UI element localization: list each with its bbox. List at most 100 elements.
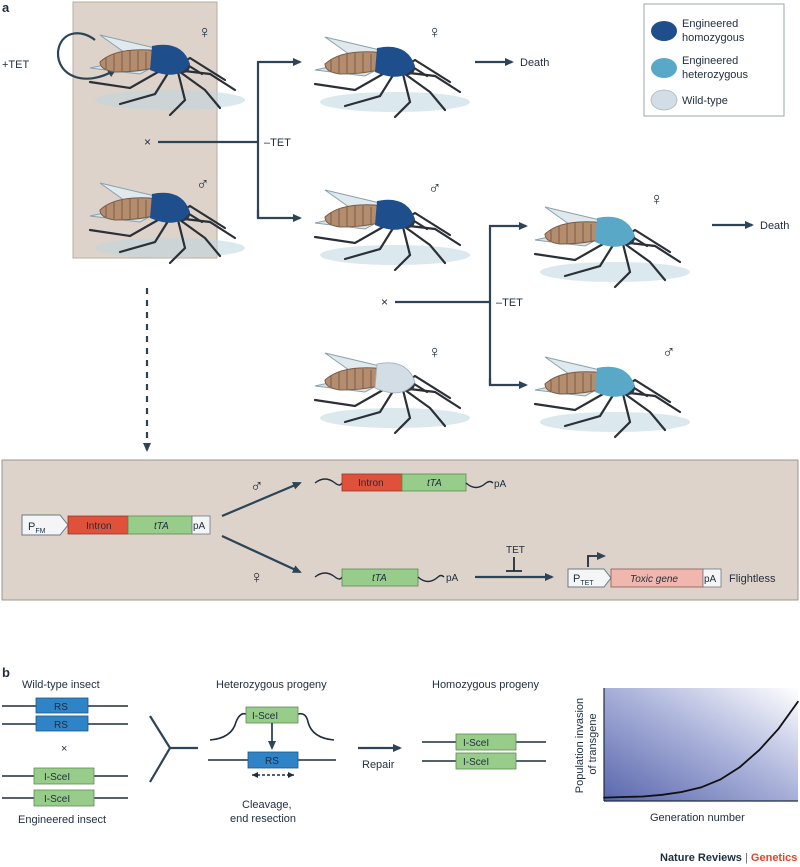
merge-chevron <box>149 715 198 783</box>
heterozygous-progeny-label: Heterozygous progeny <box>216 679 327 691</box>
mosquito-f2-female-hetero <box>533 205 692 289</box>
f1-female-symbol: ♀ <box>428 22 442 42</box>
tta-label: tTA <box>154 521 169 532</box>
toxic-construct: PTET Toxic gene pA <box>567 552 722 588</box>
legend-wildtype: Wild-type <box>650 89 728 111</box>
tet-minus-label-2: –TET <box>496 297 523 309</box>
legend-wildtype-swatch <box>650 89 678 111</box>
tet-inhibit-bar <box>506 557 522 572</box>
chart-point-5 <box>700 786 702 789</box>
legend-wildtype-label: Wild-type <box>682 95 728 107</box>
f1-male-symbol: ♂ <box>428 178 442 198</box>
branch-1-lower <box>256 210 302 222</box>
pa-label: pA <box>193 521 206 532</box>
cleavage-label-2: end resection <box>230 813 296 825</box>
chart-point-2 <box>642 795 644 798</box>
pa-block <box>191 515 211 535</box>
parent-female-symbol: ♀ <box>198 22 212 42</box>
isce-label-1: I-SceI <box>44 772 70 783</box>
branch-2-upper <box>488 222 528 385</box>
legend-homozygous-swatch <box>651 21 677 41</box>
mosquito-f1-male <box>313 188 472 272</box>
cross-symbol-b: × <box>61 743 67 755</box>
male-pa-label: pA <box>494 479 507 490</box>
engineered-insect-label: Engineered insect <box>18 814 106 826</box>
parent-male-symbol: ♂ <box>196 174 210 194</box>
hom-isce-block-2 <box>455 752 517 770</box>
rs-label-2: RS <box>54 720 68 731</box>
chart-point-3 <box>661 793 663 796</box>
chart-y-label-line-2: of transgene <box>587 713 599 774</box>
heterozygous-chromosomes: I-SceI RS <box>208 706 336 778</box>
chart-y-label: Population invasion of transgene <box>574 695 599 793</box>
credit-section: Genetics <box>751 852 797 864</box>
chart-y-label-line-1: Population invasion <box>574 698 586 793</box>
credit-separator: | <box>745 852 748 864</box>
legend-heterozygous-swatch <box>651 58 677 78</box>
tet-minus-label-1: –TET <box>264 137 291 149</box>
chart-point-6 <box>719 778 722 781</box>
hom-isce-label-1: I-SceI <box>463 738 489 749</box>
toxic-pa-label: pA <box>704 574 717 585</box>
arrow-to-female-mrna <box>221 535 302 573</box>
legend-homozygous: Engineered homozygous <box>651 18 745 44</box>
chart-point-1 <box>622 796 625 798</box>
promoter-tet-label: P <box>573 573 580 585</box>
construct-female-symbol: ♀ <box>250 567 264 587</box>
cleavage-label-1: Cleavage, <box>242 799 292 811</box>
promoter-tet-box <box>567 568 612 588</box>
chart-x-label: Generation number <box>650 812 745 824</box>
rs-block-2 <box>35 715 89 732</box>
cross-symbol-2: × <box>381 295 388 309</box>
chart-point-9 <box>777 727 780 730</box>
male-tta-block <box>401 473 467 492</box>
credit-line: Nature Reviews | Genetics <box>660 852 797 864</box>
cross-symbol-1: × <box>144 135 151 149</box>
toxic-pa-block <box>702 568 722 588</box>
legend-homozygous-label-1: Engineered <box>682 18 738 30</box>
legend-heterozygous: Engineered heterozygous <box>651 55 749 81</box>
promoter-fm-sub: FM <box>35 528 45 535</box>
flightless-label: Flightless <box>729 573 776 585</box>
legend-heterozygous-label-2: heterozygous <box>682 69 749 81</box>
rs-label-1: RS <box>54 702 68 713</box>
legend-homozygous-label-2: homozygous <box>682 32 745 44</box>
isce-label-2: I-SceI <box>44 794 70 805</box>
female-tta-label: tTA <box>372 573 387 584</box>
branch-1 <box>256 58 302 218</box>
death-label-2: Death <box>760 220 789 232</box>
female-mrna: tTA pA <box>314 568 459 587</box>
engineered-chromosomes: I-SceI I-SceI <box>2 767 128 807</box>
hom-isce-block-1 <box>455 733 517 751</box>
arrow-to-male-mrna <box>221 481 302 518</box>
wildtype-female-symbol: ♀ <box>428 342 442 362</box>
homozygous-progeny-label: Homozygous progeny <box>432 679 540 691</box>
chart-plot-area <box>604 688 798 801</box>
svg-text:PFM: PFM <box>28 521 46 535</box>
legend-heterozygous-label-1: Engineered <box>682 55 738 67</box>
male-intron-label: Intron <box>358 478 384 489</box>
male-mrna: Intron tTA pA <box>314 473 507 492</box>
female-pa-label: pA <box>446 573 459 584</box>
svg-text:PTET: PTET <box>573 573 594 587</box>
mosquito-parent-female <box>88 33 247 117</box>
credit-journal: Nature Reviews <box>660 852 742 864</box>
mosquito-wildtype-female <box>313 351 472 435</box>
f2-female-symbol: ♀ <box>650 189 664 209</box>
death-label-1: Death <box>520 57 549 69</box>
chart-point-10 <box>797 700 799 703</box>
isce-block-2 <box>33 789 95 807</box>
invasion-chart: Generation number Population invasion of… <box>574 688 799 824</box>
construct-male-symbol: ♂ <box>250 476 264 496</box>
het-rs-label: RS <box>265 756 279 767</box>
transcription-start-arrow <box>587 552 606 567</box>
f2-male-symbol: ♂ <box>662 342 676 362</box>
panel-b-label: b <box>2 665 10 680</box>
promoter-tet-sub: TET <box>580 580 594 587</box>
branch-2-lower <box>488 378 528 389</box>
self-cycle-arrow <box>56 32 117 80</box>
repair-label: Repair <box>362 759 395 771</box>
male-tta-label: tTA <box>427 478 442 489</box>
chart-point-4 <box>680 791 683 793</box>
